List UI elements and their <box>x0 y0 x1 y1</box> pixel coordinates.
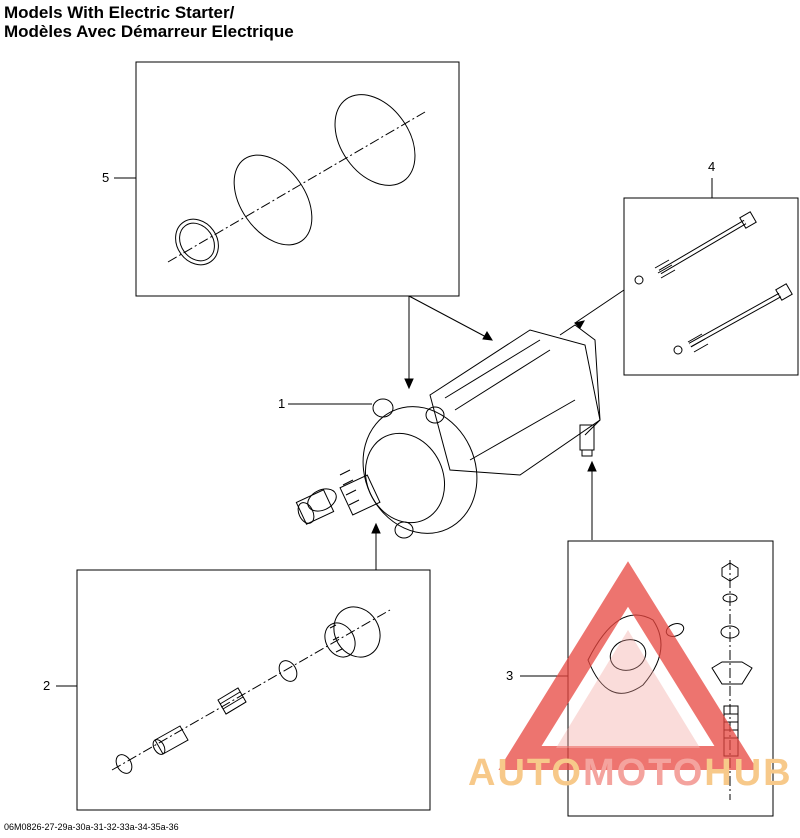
watermark-word-hub: HUB <box>704 752 793 794</box>
flat-washer <box>720 625 740 639</box>
small-o-ring <box>175 218 219 266</box>
diagram-code: 06M0826-27-29a-30a-31-32-33a-34-35a-36 <box>4 822 179 832</box>
terminal-plate <box>711 661 753 685</box>
callout-5: 5 <box>102 170 110 185</box>
watermark-word-moto: MOTO <box>582 752 705 794</box>
callout-2: 2 <box>43 678 51 693</box>
callout-3: 3 <box>506 668 514 683</box>
washer <box>634 275 644 285</box>
medium-o-ring <box>233 154 313 246</box>
detail-box-2 <box>56 569 431 811</box>
detail-box-5 <box>114 61 460 297</box>
arrow-to-starter-4 <box>574 289 625 324</box>
large-o-ring <box>334 94 416 186</box>
detail-box-4 <box>574 178 799 376</box>
watermark-logo <box>498 561 758 770</box>
starter-motor <box>288 324 601 539</box>
pinion-gear <box>333 606 381 658</box>
callout-4: 4 <box>708 159 716 174</box>
snap-ring <box>115 754 133 774</box>
watermark-word-auto: AUTO <box>468 752 583 794</box>
watermark-text: AUTOMOTOHUB <box>468 752 793 795</box>
callout-1: 1 <box>278 396 286 411</box>
retaining-ring <box>278 660 298 682</box>
nut <box>721 562 739 582</box>
diagram-title-en: Models With Electric Starter/ <box>4 3 235 22</box>
diagram-title-fr: Modèles Avec Démarreur Electrique <box>4 22 294 41</box>
lock-washer <box>722 593 738 603</box>
sleeve <box>154 725 189 755</box>
